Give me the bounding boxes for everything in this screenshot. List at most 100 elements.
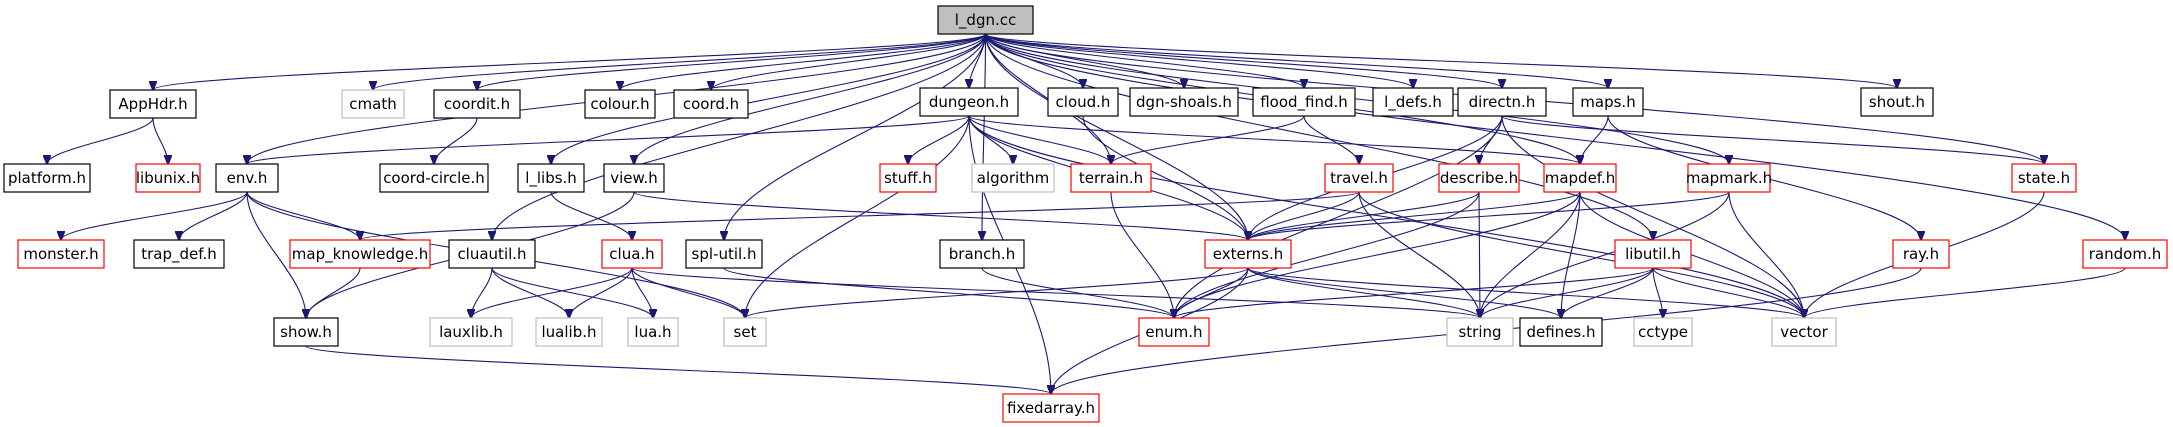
node-fixedarray_h[interactable]: fixedarray.h [1002, 393, 1100, 423]
node-box-cmath [341, 89, 405, 119]
node-label-state_h: state.h [2018, 169, 2070, 187]
node-label-l_libs_h: l_libs.h [525, 169, 577, 188]
node-cmath[interactable]: cmath [341, 89, 405, 119]
edge-branch_h-to-enum_h [981, 267, 1174, 318]
node-box-lauxlib_h [429, 317, 513, 347]
node-l_libs_h[interactable]: l_libs.h [517, 163, 585, 193]
node-label-libunix_h: libunix.h [136, 169, 200, 187]
node-box-libunix_h [135, 163, 201, 193]
node-label-map_knowledge_h: map_knowledge.h [292, 245, 428, 264]
edge-clua_h-to-string [631, 267, 1480, 318]
edge-mapdef_h-to-externs_h [1248, 191, 1581, 240]
node-label-cmath: cmath [349, 95, 396, 113]
node-label-show_h: show.h [280, 323, 332, 341]
node-externs_h[interactable]: externs.h [1204, 239, 1292, 269]
node-lualib_h[interactable]: lualib.h [535, 317, 603, 347]
node-box-fixedarray_h [1002, 393, 1100, 423]
node-AppHdr_h[interactable]: AppHdr.h [109, 89, 197, 119]
node-box-l_defs_h [1372, 87, 1454, 117]
edge-l_dgn_cc-to-directn_h [984, 33, 1503, 88]
node-random_h[interactable]: random.h [2082, 239, 2168, 269]
node-box-coord_h [673, 89, 749, 119]
node-maps_h[interactable]: maps.h [1572, 87, 1644, 117]
node-algorithm[interactable]: algorithm [971, 163, 1055, 193]
node-l_defs_h[interactable]: l_defs.h [1372, 87, 1454, 117]
node-label-branch_h: branch.h [949, 245, 1015, 263]
node-spl_util_h[interactable]: spl-util.h [685, 239, 763, 269]
node-label-flood_find_h: flood_find.h [1260, 93, 1348, 112]
node-label-directn_h: directn.h [1469, 93, 1536, 111]
node-box-trap_def_h [133, 239, 225, 269]
node-label-mapdef_h: mapdef.h [1545, 169, 1616, 187]
node-flood_find_h[interactable]: flood_find.h [1252, 87, 1356, 117]
node-clua_h[interactable]: clua.h [601, 239, 663, 269]
node-label-fixedarray_h: fixedarray.h [1007, 399, 1095, 417]
node-show_h[interactable]: show.h [273, 317, 339, 347]
edge-l_dgn_cc-to-branch_h [982, 33, 987, 240]
edge-l_dgn_cc-to-l_defs_h [984, 33, 1414, 88]
node-set[interactable]: set [723, 317, 767, 347]
node-box-libutil_h [1614, 239, 1692, 269]
node-vector[interactable]: vector [1771, 317, 1837, 347]
node-state_h[interactable]: state.h [2011, 163, 2077, 193]
node-label-random_h: random.h [2089, 245, 2161, 263]
node-coord_circle_h[interactable]: coord-circle.h [379, 163, 489, 193]
node-directn_h[interactable]: directn.h [1457, 87, 1547, 117]
node-box-view_h [603, 163, 665, 193]
node-cloud_h[interactable]: cloud.h [1047, 87, 1119, 117]
node-box-AppHdr_h [109, 89, 197, 119]
node-mapmark_h[interactable]: mapmark.h [1686, 163, 1772, 193]
node-ray_h[interactable]: ray.h [1892, 239, 1950, 269]
node-monster_h[interactable]: monster.h [17, 239, 105, 269]
node-box-spl_util_h [685, 239, 763, 269]
node-describe_h[interactable]: describe.h [1438, 163, 1520, 193]
node-label-l_dgn_cc: l_dgn.cc [955, 11, 1016, 30]
node-box-shout_h [1860, 87, 1934, 117]
node-colour_h[interactable]: colour.h [584, 89, 656, 119]
node-string[interactable]: string [1446, 317, 1514, 347]
node-view_h[interactable]: view.h [603, 163, 665, 193]
node-label-clua_h: clua.h [609, 245, 654, 263]
node-box-defines_h [1519, 317, 1603, 347]
edge-libutil_h-to-string [1480, 267, 1654, 318]
node-libunix_h[interactable]: libunix.h [135, 163, 201, 193]
edge-terrain_h-to-enum_h [1110, 191, 1174, 318]
edge-travel_h-to-vector [1358, 191, 1804, 318]
node-lauxlib_h[interactable]: lauxlib.h [429, 317, 513, 347]
node-label-cluautil_h: cluautil.h [457, 245, 526, 263]
node-terrain_h[interactable]: terrain.h [1070, 163, 1152, 193]
node-label-platform_h: platform.h [8, 169, 86, 187]
node-box-string [1446, 317, 1514, 347]
node-label-cloud_h: cloud.h [1056, 93, 1111, 111]
node-l_dgn_cc[interactable]: l_dgn.cc [937, 5, 1034, 35]
node-coordit_h[interactable]: coordit.h [433, 89, 521, 119]
node-dungeon_h[interactable]: dungeon.h [919, 87, 1019, 117]
node-lua_h[interactable]: lua.h [627, 317, 679, 347]
node-trap_def_h[interactable]: trap_def.h [133, 239, 225, 269]
edge-externs_h-to-enum_h [1174, 267, 1249, 318]
node-branch_h[interactable]: branch.h [939, 239, 1025, 269]
node-cluautil_h[interactable]: cluautil.h [448, 239, 536, 269]
node-cctype[interactable]: cctype [1633, 317, 1693, 347]
node-enum_h[interactable]: enum.h [1138, 317, 1210, 347]
node-stuff_h[interactable]: stuff.h [879, 163, 937, 193]
edge-describe_h-to-externs_h [1248, 191, 1480, 240]
node-travel_h[interactable]: travel.h [1324, 163, 1394, 193]
node-coord_h[interactable]: coord.h [673, 89, 749, 119]
node-libutil_h[interactable]: libutil.h [1614, 239, 1692, 269]
node-label-string: string [1458, 323, 1501, 341]
node-map_knowledge_h[interactable]: map_knowledge.h [289, 239, 431, 269]
node-box-platform_h [3, 163, 91, 193]
node-env_h[interactable]: env.h [215, 163, 279, 193]
node-defines_h[interactable]: defines.h [1519, 317, 1603, 347]
edge-dungeon_h-to-terrain_h [968, 115, 1111, 164]
node-box-mapdef_h [1543, 163, 1617, 193]
node-platform_h[interactable]: platform.h [3, 163, 91, 193]
node-box-monster_h [17, 239, 105, 269]
node-dgn_shoals_h[interactable]: dgn-shoals.h [1129, 87, 1239, 117]
node-label-externs_h: externs.h [1213, 245, 1283, 263]
node-mapdef_h[interactable]: mapdef.h [1543, 163, 1617, 193]
node-shout_h[interactable]: shout.h [1860, 87, 1934, 117]
edge-cluautil_h-to-lualib_h [491, 267, 569, 318]
edge-map_knowledge_h-to-show_h [306, 267, 361, 318]
